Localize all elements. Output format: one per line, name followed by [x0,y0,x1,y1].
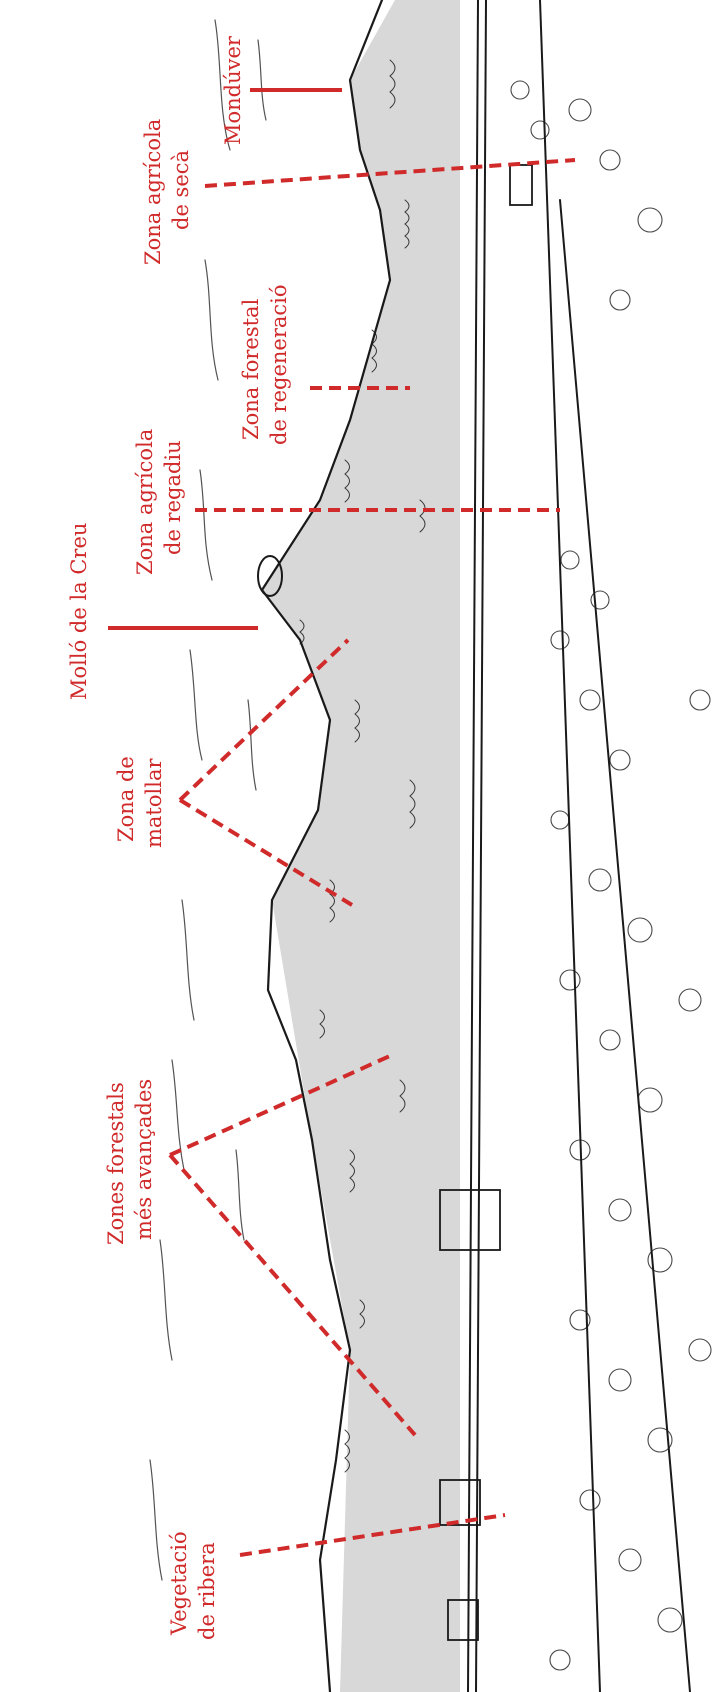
label-ribera-1: Vegetació [167,1531,191,1636]
label-agricola-seca-1: Zona agrícola [141,119,165,265]
label-matollar-1: Zona de [114,756,138,842]
vegetation-fill [262,0,460,1692]
orchard-texture [511,81,711,1670]
valley-roads [468,0,690,1692]
annotation-labels: Mondúver Zona agrícola de secà Zona fore… [67,35,291,1640]
label-monduver: Mondúver [221,35,245,145]
label-avancades-2: més avançades [132,1079,156,1240]
label-forestal-regen-2: de regeneració [267,284,291,445]
sky-strokes [150,20,266,1580]
label-matollar-2: matollar [142,758,166,848]
label-mollo-creu: Molló de la Creu [67,523,91,700]
label-agricola-regadiu-2: de regadiu [161,440,185,555]
label-agricola-regadiu-1: Zona agrícola [133,429,157,575]
label-ribera-2: de ribera [195,1542,219,1640]
label-agricola-seca-2: de secà [169,150,193,230]
label-forestal-regen-1: Zona forestal [239,298,263,440]
label-avancades-1: Zones forestals [104,1082,128,1245]
